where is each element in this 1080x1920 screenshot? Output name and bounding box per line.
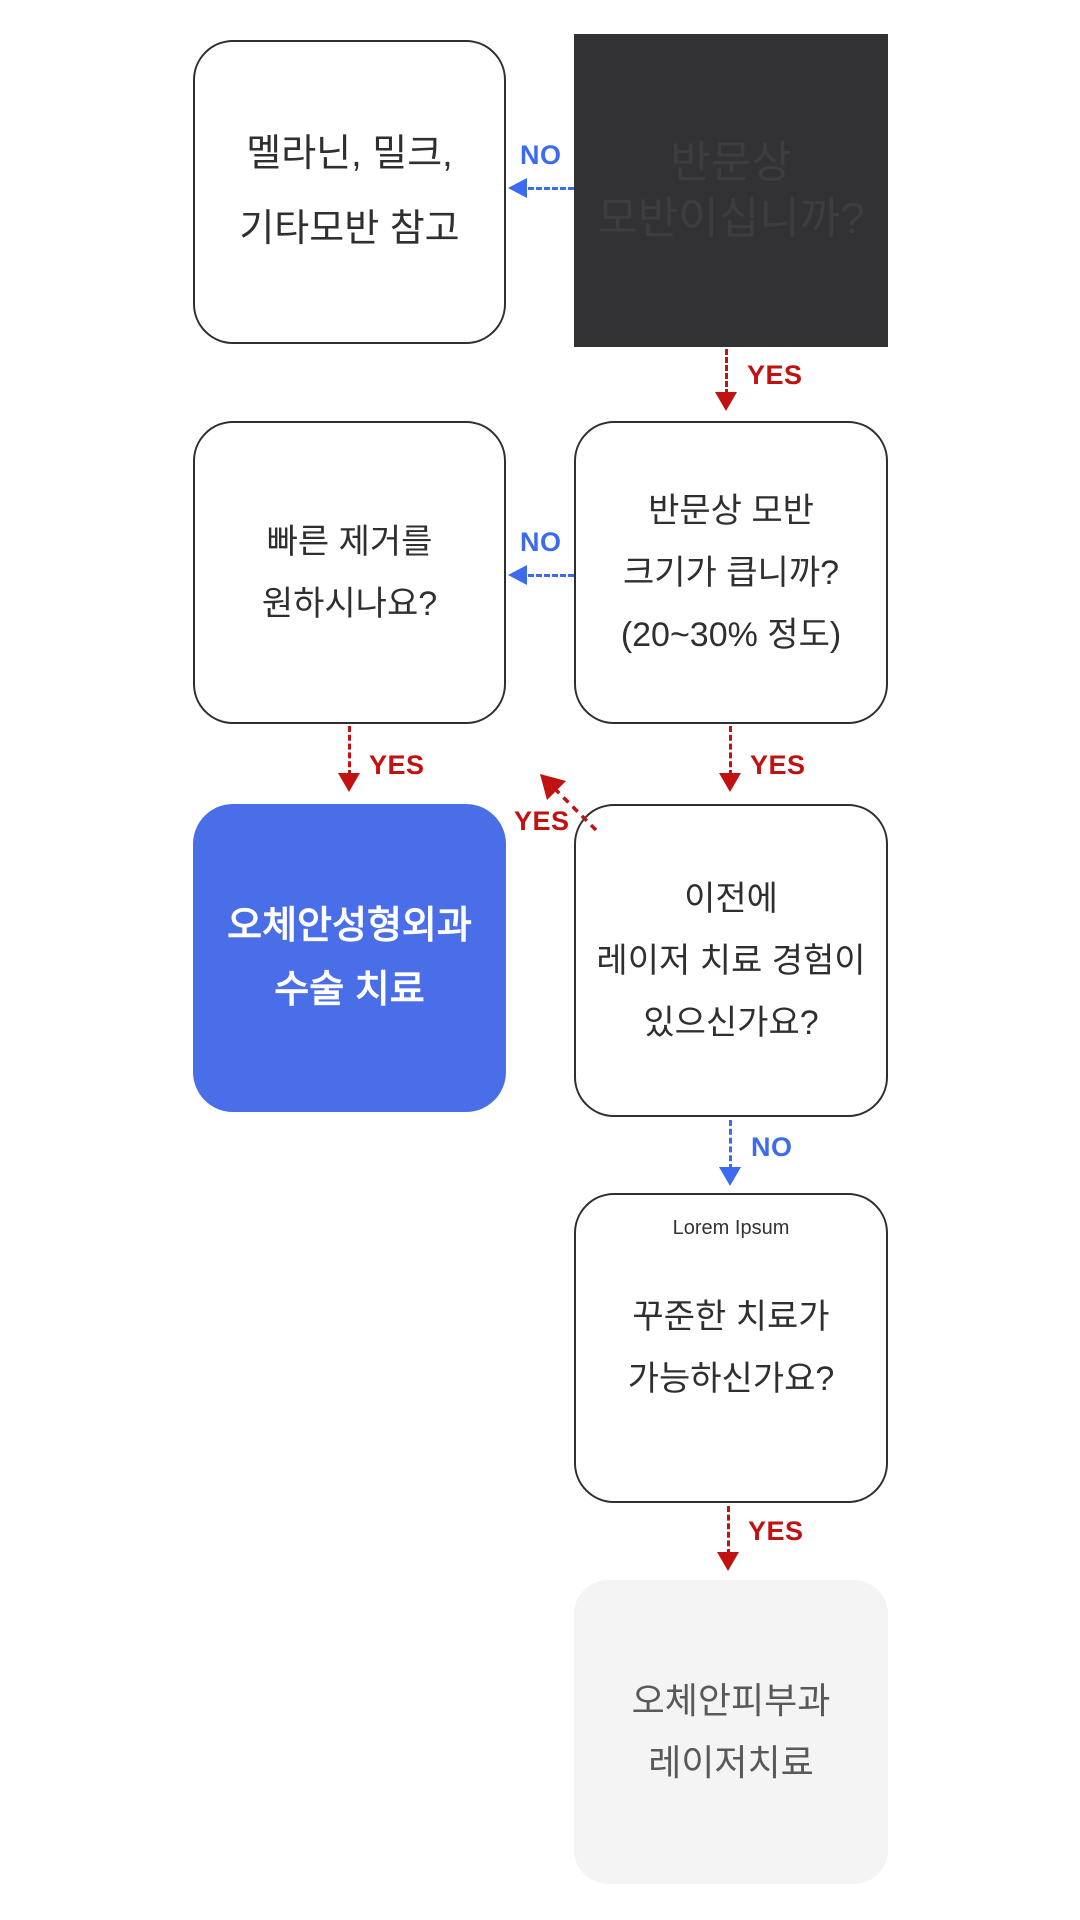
yes-label: YES — [750, 750, 806, 780]
node-text-line: 이전에 — [684, 879, 778, 918]
node-text-line: 오체안피부과 — [631, 1680, 831, 1721]
node-nevus-size-question: 반문상 모반 크기가 큽니까? (20~30% 정도) — [574, 421, 888, 724]
node-text-line: 원하시나요? — [261, 584, 438, 623]
yes-arrow-line — [348, 726, 351, 776]
no-arrow-line — [729, 1120, 732, 1170]
arrowhead-down-icon — [719, 1167, 741, 1186]
no-label: NO — [751, 1132, 793, 1162]
node-text-line: 수술 치료 — [274, 969, 425, 1011]
arrowhead-down-icon — [715, 392, 737, 411]
node-text-line: 반문상 모반 — [648, 491, 814, 530]
node-text-line: 빠른 제거를 — [266, 522, 433, 561]
yes-label: YES — [748, 1516, 804, 1546]
node-hidden-text-line: 모반이십니까? — [597, 193, 865, 243]
arrowhead-left-icon — [508, 565, 527, 585]
node-text-line: 기타모반 참고 — [239, 208, 460, 250]
node-text-line: 멜라닌, 밀크, — [246, 133, 453, 175]
yes-diagonal-arrow-icon — [540, 774, 598, 832]
lorem-ipsum-caption: Lorem Ipsum — [672, 1217, 790, 1239]
yes-arrow-line — [727, 1506, 730, 1555]
arrowhead-down-icon — [719, 773, 741, 792]
yes-label: YES — [514, 806, 570, 836]
no-label: NO — [520, 527, 562, 557]
node-fast-removal-question: 빠른 제거를 원하시나요? — [193, 421, 506, 724]
node-melanin-reference: 멜라닌, 밀크, 기타모반 참고 — [193, 40, 506, 344]
no-arrow-line — [528, 187, 574, 190]
yes-arrow-line — [729, 726, 732, 776]
yes-label: YES — [747, 360, 803, 390]
node-surgery-treatment-result: 오체안성형외과 수술 치료 — [193, 804, 506, 1112]
arrowhead-down-icon — [338, 773, 360, 792]
node-text-line: 레이저치료 — [648, 1742, 814, 1783]
arrowhead-down-icon — [717, 1552, 739, 1571]
node-steady-treatment-question: Lorem Ipsum 꾸준한 치료가 가능하신가요? — [574, 1193, 888, 1503]
node-text-line: (20~30% 정도) — [620, 615, 842, 654]
yes-label: YES — [369, 750, 425, 780]
node-text-line: 가능하신가요? — [627, 1360, 835, 1398]
node-text-line: 오체안성형외과 — [227, 905, 472, 947]
node-laser-experience-question: 이전에 레이저 치료 경험이 있으신가요? — [574, 804, 888, 1117]
node-text-line: 레이저 치료 경험이 — [596, 941, 866, 980]
no-arrow-line — [528, 574, 574, 577]
node-text-line: 크기가 큽니까? — [622, 553, 840, 592]
arrowhead-left-icon — [508, 178, 527, 198]
yes-arrow-line — [725, 349, 728, 395]
node-dermatology-laser-result: 오체안피부과 레이저치료 — [574, 1580, 888, 1884]
node-dark-question: 반문상 모반이십니까? — [574, 34, 888, 347]
node-text-line: 있으신가요? — [643, 1003, 819, 1042]
node-hidden-text-line: 반문상 — [670, 137, 792, 187]
no-label: NO — [520, 140, 562, 170]
node-text-line: 꾸준한 치료가 — [632, 1298, 830, 1336]
